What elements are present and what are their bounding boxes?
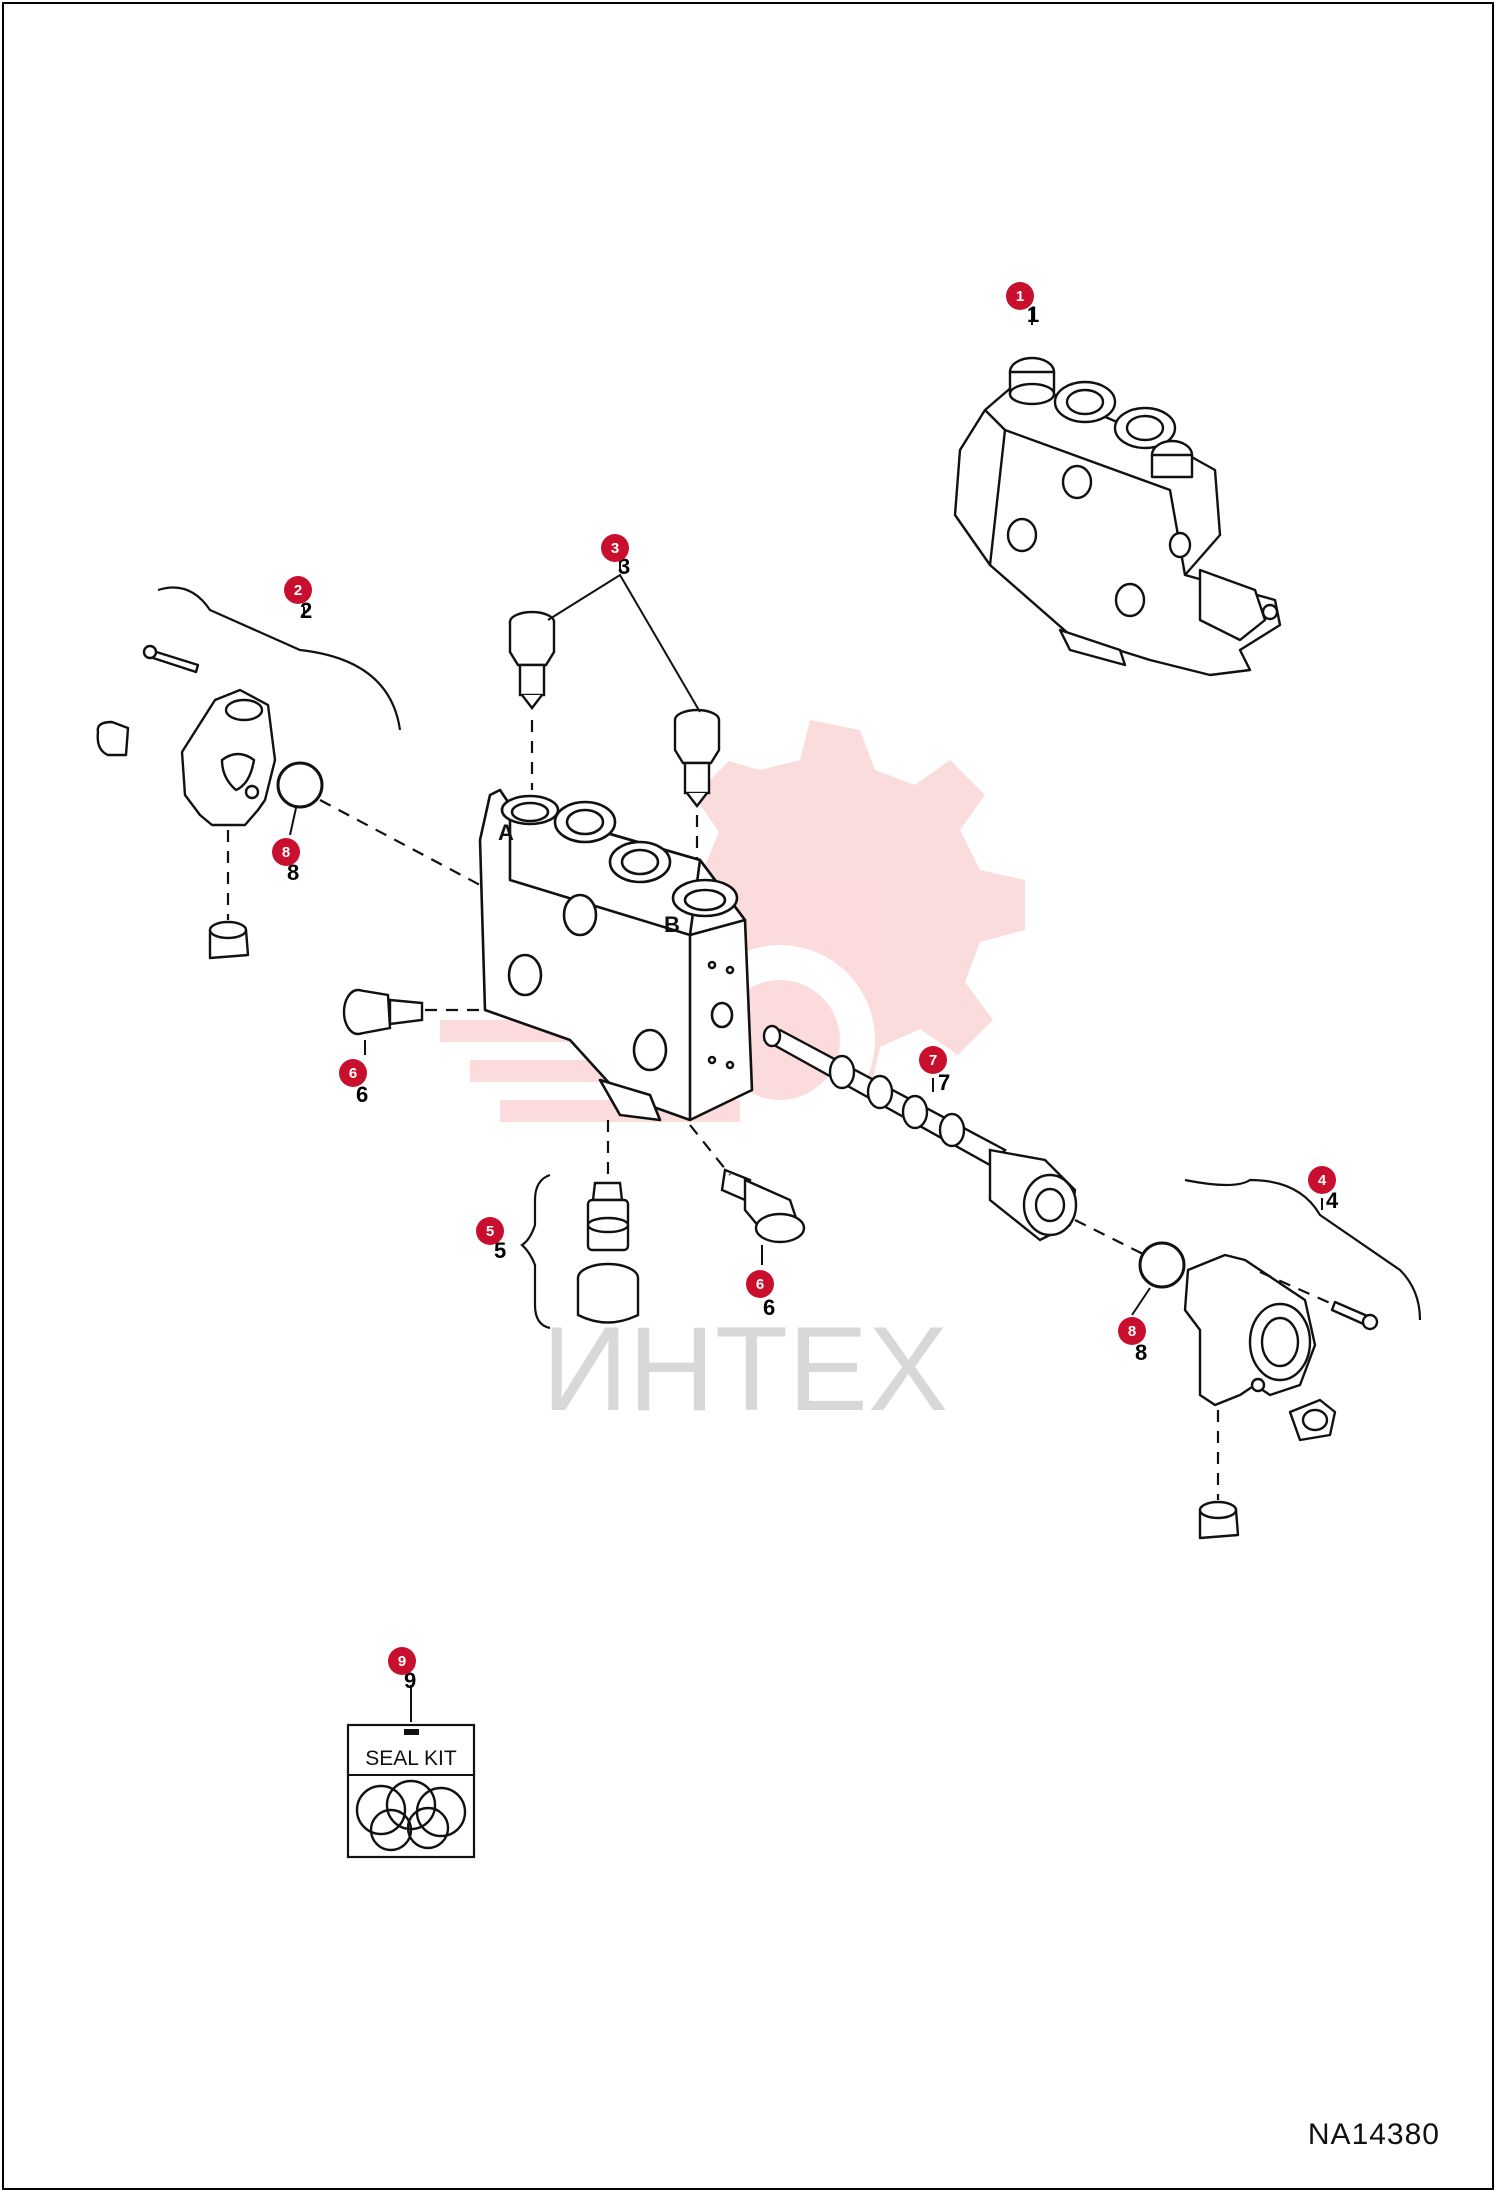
plug-lower [720,1168,806,1244]
svg-text:5: 5 [494,1238,506,1263]
drawing-id: NA14380 [1307,2118,1440,2151]
svg-text:2: 2 [300,598,312,623]
callout-6a: 6 6 [339,1059,368,1107]
svg-text:7: 7 [938,1070,950,1095]
callout-9: 9 9 [388,1647,416,1693]
svg-text:9: 9 [398,1653,406,1670]
svg-text:6: 6 [763,1295,775,1320]
svg-text:8: 8 [1128,1323,1136,1340]
callout-1: 1 1 [1006,282,1039,327]
plug-left [342,988,424,1036]
svg-text:4: 4 [1326,1188,1339,1213]
svg-text:8: 8 [1135,1340,1147,1365]
relief-valves [508,610,721,808]
assembly-guides [226,720,1331,1500]
callout-7: 7 7 [919,1046,950,1095]
port-b-label: B [664,912,680,937]
svg-text:5: 5 [486,1223,494,1240]
svg-text:6: 6 [356,1082,368,1107]
svg-text:6: 6 [756,1276,764,1293]
item3-leader [547,573,701,713]
right-bracket-4 [1184,1178,1422,1321]
check-valve [576,1181,640,1324]
left-bracket-2 [157,586,402,731]
svg-text:7: 7 [929,1052,937,1069]
callout-5: 5 5 [476,1217,506,1263]
callout-6b: 6 6 [746,1270,775,1320]
watermark-text: ИНТЕХ [542,1302,948,1436]
valve-assembly [953,356,1282,677]
right-end-cap [1138,1241,1379,1540]
seal-kit: SEAL KIT [346,1723,476,1859]
callout-8a: 8 8 [272,838,300,885]
left-end-cap [96,644,324,960]
seal-kit-label: SEAL KIT [365,1747,457,1770]
svg-text:8: 8 [287,860,299,885]
port-a-label: A [498,820,514,845]
svg-text:1: 1 [1016,288,1024,305]
svg-text:2: 2 [294,582,302,599]
callout-2: 2 2 [284,576,312,623]
item5-brace [520,1173,551,1330]
callout-3: 3 3 [601,534,630,579]
callout-leaders [289,308,1323,1316]
svg-text:6: 6 [349,1065,357,1082]
svg-text:3: 3 [611,540,619,557]
svg-text:4: 4 [1318,1172,1327,1189]
svg-text:8: 8 [282,844,290,861]
callout-4: 4 4 [1308,1166,1339,1213]
spool [762,1024,1078,1242]
callout-8b: 8 8 [1118,1317,1147,1365]
svg-text:1: 1 [1027,302,1039,327]
svg-text:9: 9 [404,1668,416,1693]
valve-section [478,788,754,1122]
